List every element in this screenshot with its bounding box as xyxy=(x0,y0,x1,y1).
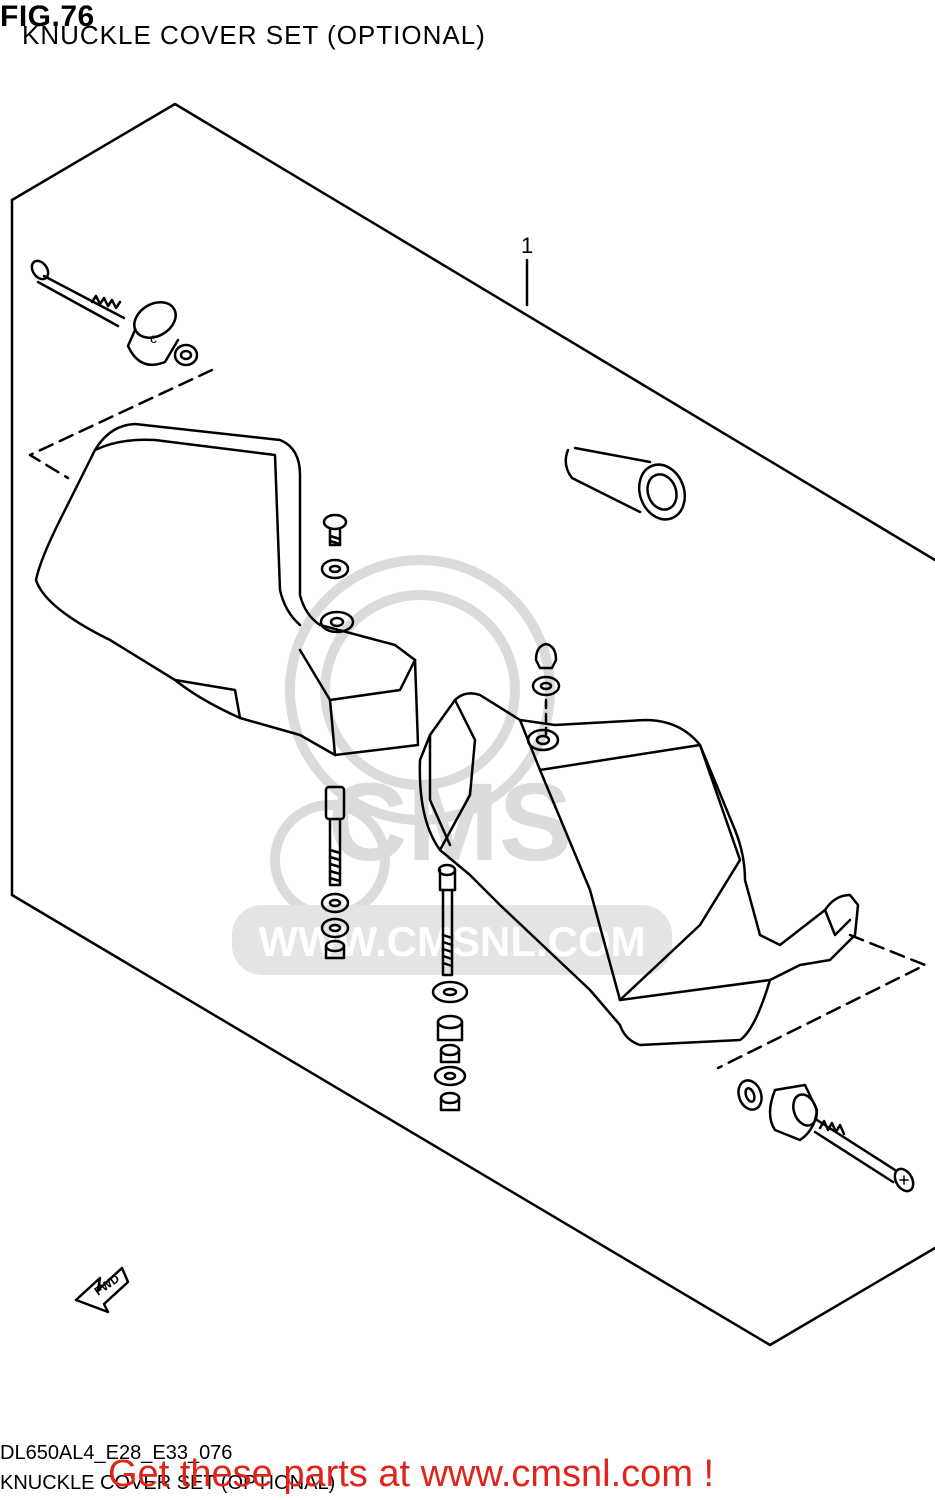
left-cover-washer xyxy=(320,558,350,580)
left-lower-bolt xyxy=(324,785,346,887)
right-knuckle-cover xyxy=(418,692,860,1047)
right-lower-spacer xyxy=(436,1014,464,1042)
right-bar-end-weight xyxy=(768,1083,819,1142)
left-lower-washer-1 xyxy=(320,892,350,914)
handle-grip-sleeve xyxy=(564,446,687,521)
left-bar-end-weight: c xyxy=(126,301,180,366)
figure-number: FIG.76 xyxy=(0,0,95,33)
diagram-code: DL650AL4_E28_E33_076 xyxy=(0,1442,233,1464)
right-lower-nut-2 xyxy=(439,1091,461,1112)
kit-frame-box xyxy=(10,102,935,562)
right-cover-washer xyxy=(531,675,561,697)
right-lower-washer-2 xyxy=(433,1065,467,1087)
right-lower-nut-1 xyxy=(439,1043,461,1064)
left-mounting-bolt xyxy=(30,259,126,328)
right-mounting-bolt xyxy=(813,1118,915,1193)
left-lower-nut xyxy=(324,939,346,960)
callout-1-label: 1 xyxy=(521,233,533,258)
left-lower-washer-2 xyxy=(320,917,350,939)
footer-title: KNUCKLE COVER SET (OPTIONAL) xyxy=(0,1472,336,1494)
figure-title: KNUCKLE COVER SET (OPTIONAL) xyxy=(22,20,486,50)
left-spacer-washer xyxy=(173,343,199,367)
left-knuckle-cover xyxy=(34,422,420,757)
fwd-arrow: FWD xyxy=(74,1266,130,1314)
right-spacer-washer xyxy=(737,1079,763,1111)
right-lower-washer-1 xyxy=(431,980,469,1004)
left-cover-screw xyxy=(322,513,348,547)
right-long-stud xyxy=(437,863,457,977)
promo-link[interactable]: Get these parts at www.cmsnl.com ! xyxy=(108,1453,715,1495)
svg-text:c: c xyxy=(150,330,157,346)
watermark-cms-text: CMS xyxy=(328,761,572,884)
right-cap-nut xyxy=(534,642,558,670)
